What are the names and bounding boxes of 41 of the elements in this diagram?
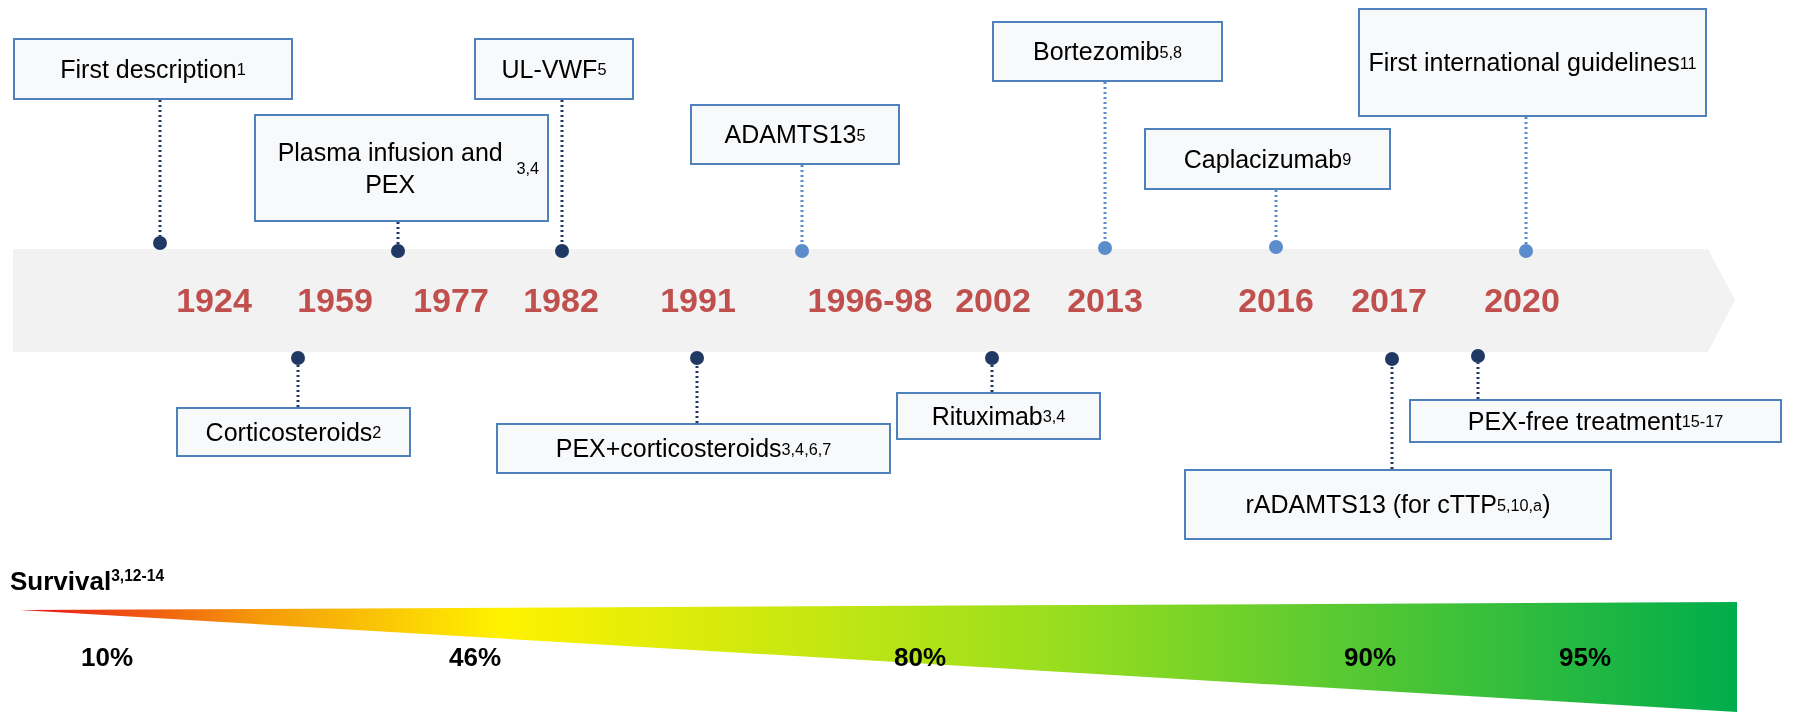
- leader-line: [560, 100, 564, 244]
- timeline-dot: [1471, 349, 1485, 363]
- leader-line: [1390, 366, 1394, 469]
- leader-line: [1103, 82, 1107, 241]
- timeline-dot: [555, 244, 569, 258]
- leader-line: [800, 165, 804, 244]
- leader-line: [1524, 117, 1528, 244]
- year-label: 1982: [523, 280, 599, 320]
- timeline-dot: [1269, 240, 1283, 254]
- timeline-dot: [1519, 244, 1533, 258]
- year-label: 1996-98: [807, 280, 933, 320]
- leader-line: [990, 365, 994, 392]
- survival-label: Survival$^{3,12-14}$: [10, 566, 165, 597]
- survival-percentage: 90%: [1344, 641, 1396, 673]
- leader-line: [1476, 363, 1480, 399]
- leader-line: [695, 365, 699, 423]
- leader-line: [396, 222, 400, 244]
- leader-line: [158, 100, 162, 236]
- timeline-dot: [291, 351, 305, 365]
- year-label: 2013: [1067, 280, 1143, 320]
- survival-percentage: 46%: [449, 641, 501, 673]
- timeline-dot: [1385, 352, 1399, 366]
- survival-percentage: 10%: [81, 641, 133, 673]
- timeline-dot: [391, 244, 405, 258]
- year-label: 2002: [955, 280, 1031, 320]
- timeline-dot: [795, 244, 809, 258]
- year-label: 1991: [660, 280, 736, 320]
- survival-percentage: 80%: [894, 641, 946, 673]
- year-label: 1977: [413, 280, 489, 320]
- survival-percentage: 95%: [1559, 641, 1611, 673]
- leader-line: [296, 365, 300, 407]
- year-label: 1924: [176, 280, 252, 320]
- timeline-dot: [690, 351, 704, 365]
- year-label: 1959: [297, 280, 373, 320]
- timeline-dot: [153, 236, 167, 250]
- year-label: 2017: [1351, 280, 1427, 320]
- timeline-dot: [1098, 241, 1112, 255]
- year-label: 2016: [1238, 280, 1314, 320]
- leader-line: [1274, 190, 1278, 240]
- timeline-dot: [985, 351, 999, 365]
- year-label: 2020: [1484, 280, 1560, 320]
